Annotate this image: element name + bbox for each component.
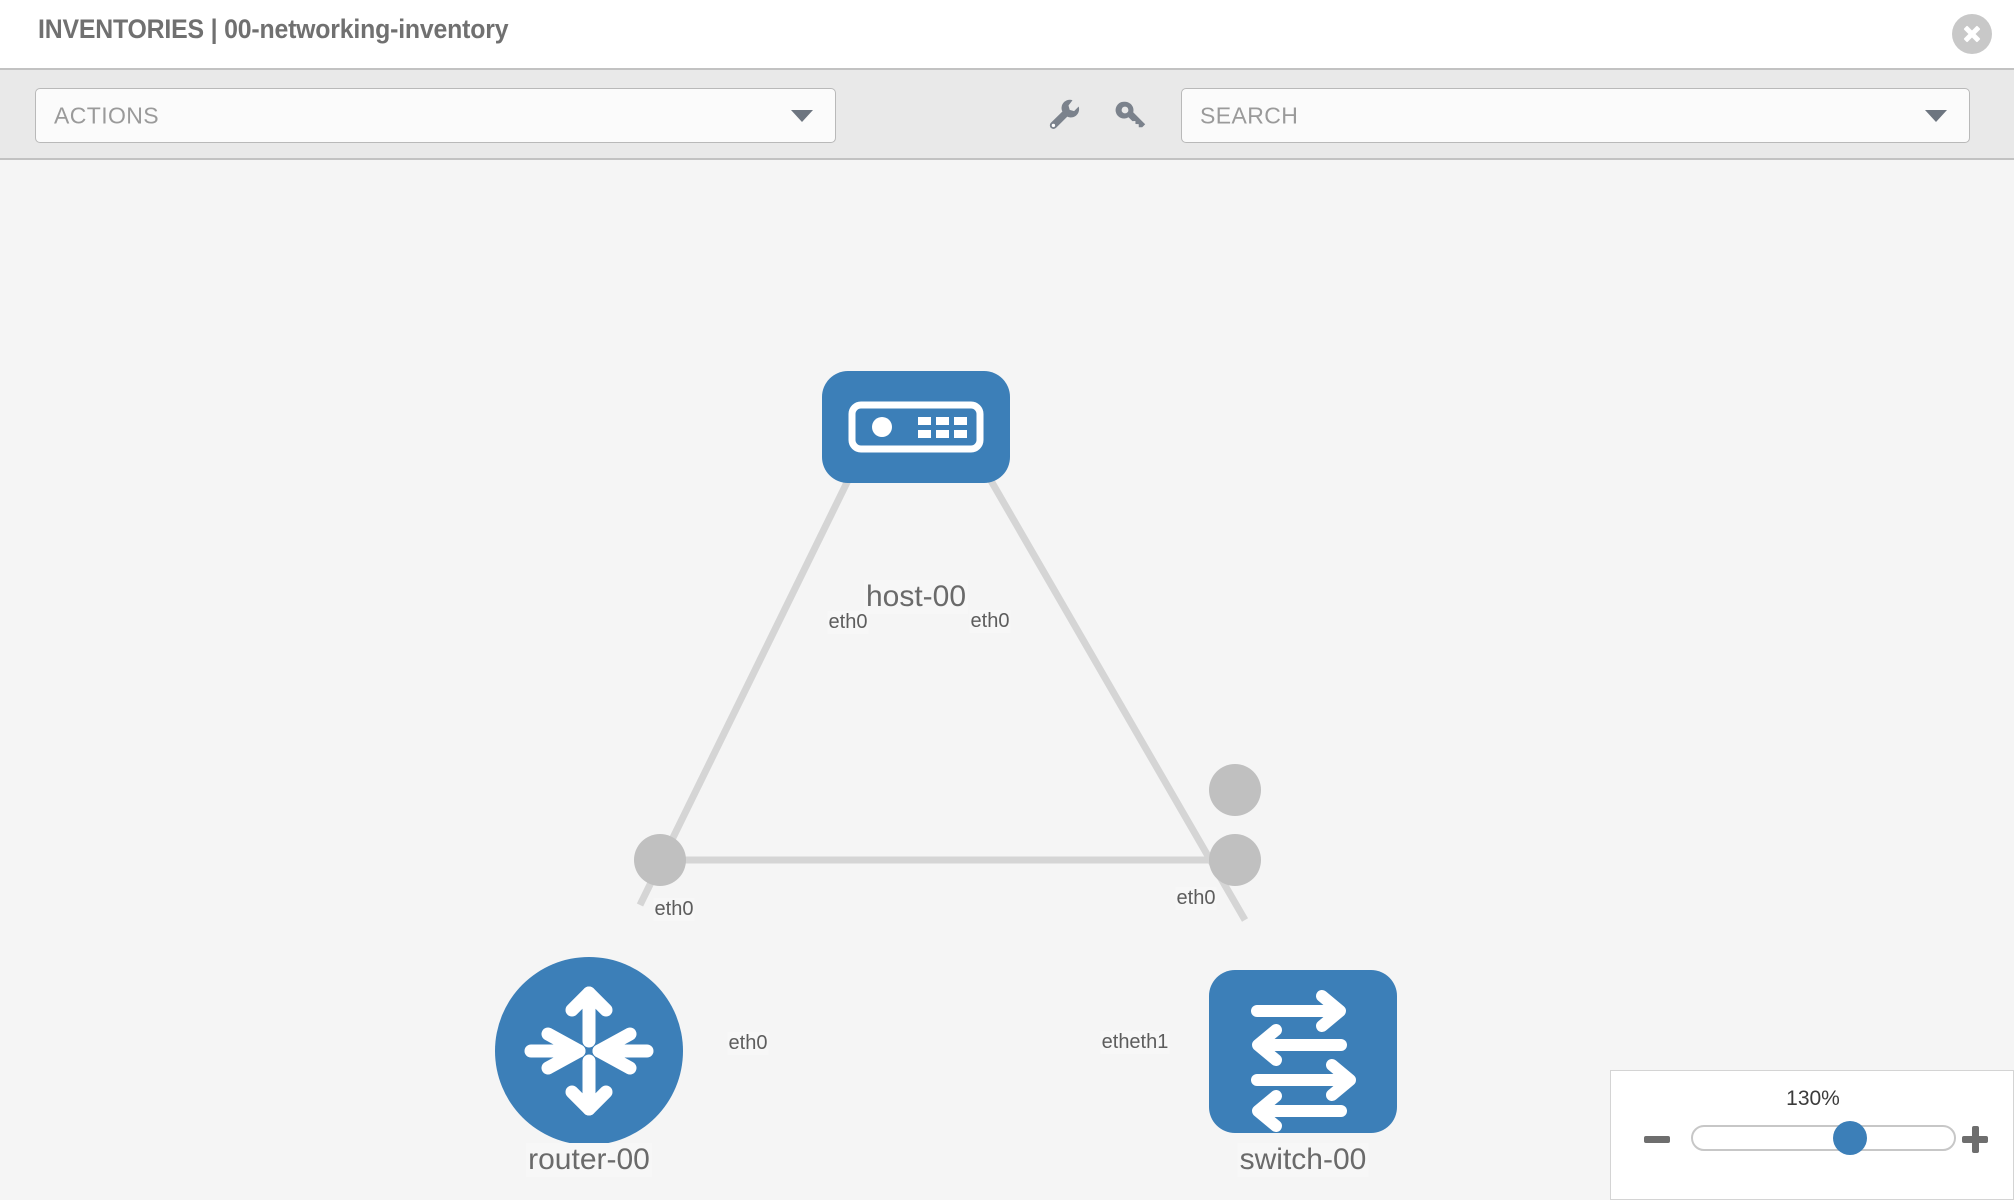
- router-icon: [524, 986, 654, 1116]
- page-header: INVENTORIES | 00-networking-inventory: [0, 0, 2014, 68]
- port-label: eth0: [969, 610, 1011, 633]
- zoom-in-button[interactable]: [1959, 1123, 1991, 1155]
- topology-links: [636, 413, 1249, 922]
- zoom-slider-handle[interactable]: [1832, 1121, 1867, 1155]
- toolbar: ACTIONS SEARCH: [0, 68, 2014, 160]
- port-label: eth0: [827, 611, 869, 634]
- link-host-switch: [949, 413, 1249, 922]
- topology-graph[interactable]: [0, 160, 2014, 1200]
- actions-dropdown-label: ACTIONS: [54, 102, 160, 128]
- search-placeholder: SEARCH: [1200, 102, 1299, 128]
- port-knob: [1209, 834, 1261, 886]
- zoom-out-button[interactable]: [1641, 1123, 1673, 1155]
- node-label-switch: switch-00: [1237, 1143, 1369, 1177]
- key-icon[interactable]: [1111, 94, 1153, 136]
- node-switch-00: [1209, 970, 1397, 1133]
- node-label-host: host-00: [863, 580, 969, 614]
- switch-icon: [1251, 990, 1356, 1132]
- search-input[interactable]: SEARCH: [1181, 88, 1970, 143]
- port-label: eth0: [653, 898, 695, 921]
- port-label: eth0: [727, 1032, 769, 1055]
- close-icon[interactable]: [1952, 14, 1992, 54]
- chevron-down-icon: [1925, 109, 1947, 122]
- node-host-00: [822, 371, 1010, 483]
- actions-dropdown[interactable]: ACTIONS: [35, 88, 836, 143]
- port-label: etheth1: [1100, 1031, 1170, 1054]
- page-title: INVENTORIES | 00-networking-inventory: [38, 14, 509, 44]
- server-icon: [848, 401, 984, 453]
- zoom-control-panel: 130%: [1610, 1070, 2014, 1200]
- chevron-down-icon: [791, 109, 813, 122]
- node-label-router: router-00: [526, 1143, 652, 1177]
- zoom-slider-track[interactable]: [1691, 1121, 1956, 1155]
- port-knob: [1209, 764, 1261, 816]
- port-label: eth0: [1175, 887, 1217, 910]
- port-knob: [634, 834, 686, 886]
- link-host-router: [636, 413, 884, 907]
- wrench-icon[interactable]: [1043, 94, 1085, 136]
- node-router-00: [495, 957, 683, 1145]
- topology-canvas[interactable]: host-00 router-00 switch-00 eth0 eth0 et…: [0, 160, 2014, 1200]
- zoom-level-value: 130%: [1786, 1087, 1840, 1110]
